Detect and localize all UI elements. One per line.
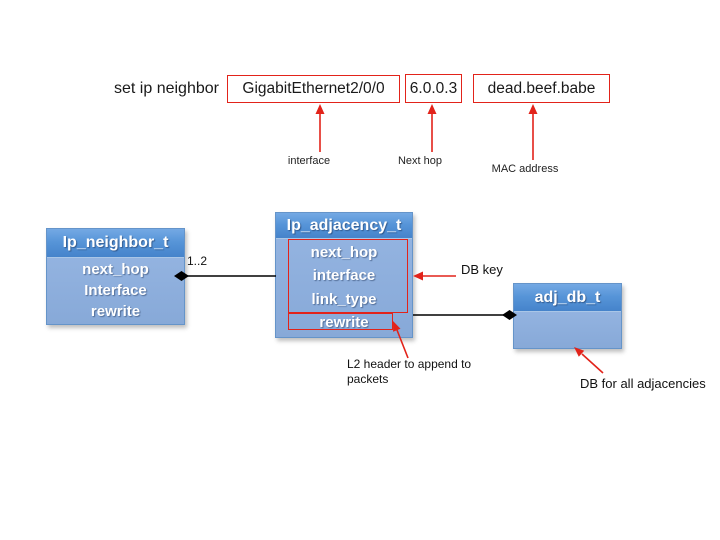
class-body-adj-db xyxy=(514,312,621,348)
arrow-up-icon xyxy=(427,104,437,114)
class-body-ip-neighbor: next_hop Interface rewrite xyxy=(47,258,184,324)
class-body-ip-adjacency: next_hop interface link_type rewrite xyxy=(276,239,412,337)
command-arg-mac-address-value: dead.beef.babe xyxy=(487,79,596,97)
adj-db-note-arrow xyxy=(581,353,604,374)
command-arg-mac-address: dead.beef.babe xyxy=(473,74,610,103)
arrow-left-icon xyxy=(413,271,423,281)
arrow-up-icon xyxy=(528,104,538,114)
class-title-ip-neighbor: Ip_neighbor_t xyxy=(47,229,184,258)
command-arg-next-hop-value: 6.0.0.3 xyxy=(409,79,458,97)
class-box-ip-adjacency: Ip_adjacency_t next_hop interface link_t… xyxy=(275,212,413,338)
field-rewrite: rewrite xyxy=(90,303,141,320)
command-arg-interface: GigabitEthernet2/0/0 xyxy=(227,75,400,103)
class-box-adj-db: adj_db_t xyxy=(513,283,622,349)
class-box-ip-neighbor: Ip_neighbor_t next_hop Interface rewrite xyxy=(46,228,185,325)
db-key-label: DB key xyxy=(461,262,503,277)
class-title-adj-db: adj_db_t xyxy=(514,284,621,312)
field-interface: interface xyxy=(312,267,376,285)
field-next-hop: next_hop xyxy=(310,244,378,262)
next-hop-callout-label: Next hop xyxy=(397,155,443,167)
adj-db-note: DB for all adjacencies xyxy=(580,376,706,391)
arrow-up-icon xyxy=(315,104,325,114)
l2-header-note: L2 header to append to packets xyxy=(347,357,472,386)
mac-address-callout-label: MAC address xyxy=(491,163,559,175)
field-next-hop: next_hop xyxy=(82,261,149,278)
field-rewrite: rewrite xyxy=(319,313,369,331)
class-title-ip-adjacency: Ip_adjacency_t xyxy=(276,213,412,239)
field-link-type: link_type xyxy=(311,290,377,308)
field-interface: Interface xyxy=(84,282,147,299)
command-prefix: set ip neighbor xyxy=(114,80,219,97)
command-arg-interface-value: GigabitEthernet2/0/0 xyxy=(242,80,385,97)
interface-callout-label: interface xyxy=(287,155,331,167)
command-arg-next-hop: 6.0.0.3 xyxy=(405,74,462,103)
multiplicity-label: 1..2 xyxy=(187,254,208,268)
